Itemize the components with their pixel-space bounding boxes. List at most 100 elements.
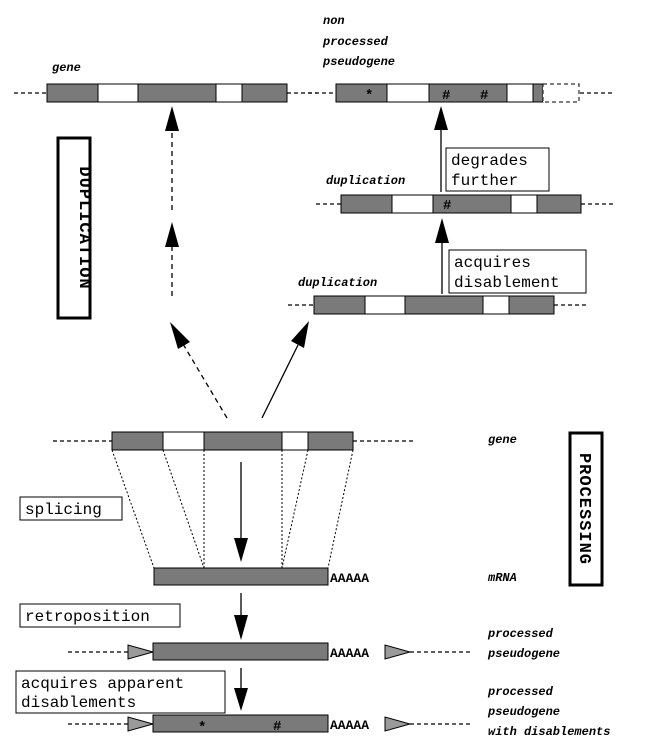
processed-pseudogene: AAAAA processed pseudogene bbox=[68, 627, 560, 661]
polya-tail: AAAAA bbox=[330, 571, 369, 586]
gene-label-top: gene bbox=[52, 61, 81, 75]
diagonal-arrows bbox=[170, 321, 309, 419]
non-processed-label-line3: pseudogene bbox=[322, 55, 395, 69]
intron-1 bbox=[97, 83, 139, 103]
target-site-duplication-left bbox=[127, 716, 155, 732]
arrow-degrade bbox=[434, 106, 448, 192]
degrades-further-box: degrades further bbox=[445, 147, 550, 192]
dashed-head-upper bbox=[165, 106, 179, 131]
mrna-body bbox=[153, 567, 329, 586]
disabled-label-line1: processed bbox=[487, 685, 554, 699]
intron-1 bbox=[391, 194, 434, 214]
exon-1 bbox=[335, 83, 388, 103]
non-processed-label-line1: non bbox=[323, 14, 345, 28]
acquires-apparent-box: acquires apparent disablements bbox=[15, 670, 226, 714]
frameshift-mark-1: # bbox=[442, 88, 450, 104]
exon-1 bbox=[111, 431, 164, 451]
polya-tail: AAAAA bbox=[330, 646, 369, 661]
processed-label-line2: pseudogene bbox=[487, 647, 560, 661]
acquires-apparent-line1: acquires apparent bbox=[21, 675, 184, 693]
target-site-duplication-left bbox=[127, 644, 155, 660]
non-processed-label-line2: processed bbox=[322, 35, 389, 49]
gene-top-left: gene bbox=[14, 61, 317, 103]
exon-2 bbox=[404, 295, 484, 315]
pseudogene-body bbox=[152, 642, 329, 661]
frameshift-mark: # bbox=[273, 719, 281, 735]
exon-3 bbox=[307, 431, 354, 451]
intron-2 bbox=[482, 295, 510, 315]
duplication-label-lower: duplication bbox=[298, 276, 377, 290]
splice-line bbox=[111, 449, 155, 569]
exon-1 bbox=[340, 194, 393, 214]
processing-title: PROCESSING bbox=[568, 431, 604, 587]
intron-2 bbox=[215, 83, 243, 103]
exon-2 bbox=[137, 83, 217, 103]
retroposition-frame bbox=[19, 603, 181, 628]
arrow-acquire bbox=[435, 218, 449, 294]
intron-1 bbox=[162, 431, 205, 451]
intron-1 bbox=[386, 83, 430, 103]
processing-title-frame bbox=[568, 431, 604, 587]
intron-1 bbox=[364, 295, 406, 315]
frameshift-mark: # bbox=[443, 198, 451, 214]
exon-2 bbox=[428, 83, 508, 103]
acquires-apparent-frame bbox=[15, 670, 226, 714]
mrna-label: mRNA bbox=[487, 571, 517, 585]
arrow-splice bbox=[234, 462, 248, 562]
duplication-title-frame bbox=[56, 136, 92, 320]
arrow-head bbox=[234, 615, 248, 640]
duplication-title-text: DUPLICATION bbox=[74, 166, 93, 289]
arrow-retroposition bbox=[234, 593, 248, 640]
non-processed-pseudogene: non processed pseudogene * # # bbox=[308, 14, 613, 104]
arrow-head bbox=[234, 688, 248, 711]
exon-2 bbox=[203, 431, 283, 451]
polya-tail: AAAAA bbox=[330, 718, 369, 733]
acquires-label-line1: acquires bbox=[454, 254, 531, 272]
solid-diagonal bbox=[261, 344, 299, 419]
duplication-gene: duplication bbox=[288, 276, 586, 315]
disabled-label-line2: pseudogene bbox=[487, 705, 560, 719]
processing-title-text: PROCESSING bbox=[574, 453, 593, 565]
intron-2 bbox=[510, 194, 538, 214]
arrow-head bbox=[435, 218, 449, 243]
frameshift-mark-2: # bbox=[480, 88, 488, 104]
acquires-label-line2: disablement bbox=[454, 274, 560, 292]
processed-label-line1: processed bbox=[487, 627, 554, 641]
arrow-disable bbox=[234, 668, 248, 711]
splicing-label: splicing bbox=[25, 501, 102, 519]
arrow-head bbox=[434, 106, 448, 130]
retroposition-label: retroposition bbox=[25, 608, 150, 626]
stop-mark: * bbox=[198, 720, 206, 736]
intron-2 bbox=[506, 83, 534, 103]
duplication-label-upper: duplication bbox=[326, 174, 405, 188]
exon-3 bbox=[536, 194, 582, 214]
exon-3 bbox=[241, 83, 288, 103]
splice-line bbox=[281, 449, 309, 569]
solid-diagonal-head bbox=[291, 321, 309, 348]
dashed-diagonal bbox=[182, 343, 228, 419]
lost-exon-outline bbox=[542, 83, 580, 103]
dashed-head-lower bbox=[165, 222, 179, 247]
gene-label-right: gene bbox=[488, 433, 517, 447]
splicing-frame bbox=[19, 496, 123, 521]
gene-processing: gene bbox=[53, 431, 517, 451]
splice-line bbox=[327, 449, 354, 569]
dashed-diagonal-head bbox=[170, 322, 190, 349]
pseudogene-body bbox=[152, 714, 329, 733]
splicing-lines bbox=[111, 449, 354, 569]
duplication-disabled-gene: duplication # bbox=[316, 174, 613, 214]
exon-1 bbox=[313, 295, 366, 315]
mrna: AAAAA mRNA bbox=[153, 567, 517, 586]
retroposition-box: retroposition bbox=[19, 603, 181, 628]
intron-2 bbox=[281, 431, 309, 451]
degrades-further-frame bbox=[445, 147, 550, 192]
disabled-label-line3: with disablements bbox=[488, 725, 610, 739]
splicing-box: splicing bbox=[19, 496, 123, 521]
target-site-duplication-right bbox=[384, 644, 412, 660]
splice-line bbox=[162, 449, 205, 569]
arrow-head bbox=[234, 538, 248, 562]
exon-3-remnant bbox=[532, 83, 544, 103]
duplication-title: DUPLICATION bbox=[56, 136, 93, 320]
exon-1 bbox=[46, 83, 99, 103]
